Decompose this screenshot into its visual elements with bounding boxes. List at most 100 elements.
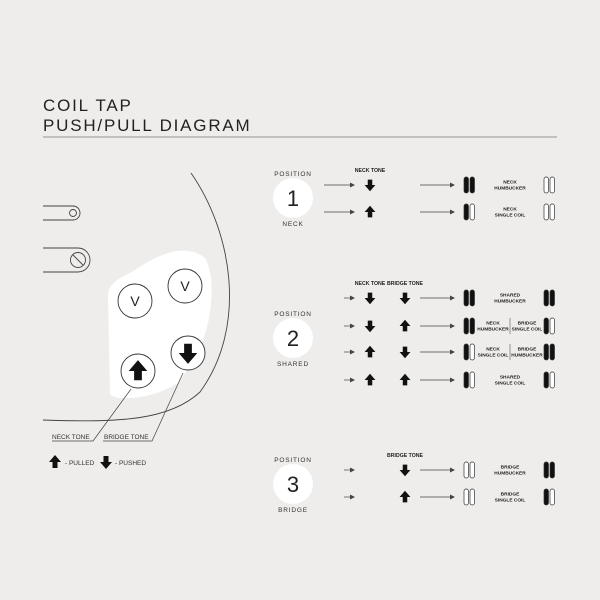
- pickup-selector-switch-icon: [43, 205, 81, 221]
- position-number: 1: [287, 186, 299, 211]
- tone-knob-2[interactable]: [170, 335, 206, 371]
- neck-result-label-line1: NECK: [486, 347, 500, 353]
- pushed-arrow-icon: [364, 320, 376, 333]
- neck-result-label-line2: HUMBUCKER: [477, 327, 509, 333]
- tone-header: BRIDGE TONE: [387, 281, 423, 287]
- position-name: BRIDGE: [278, 507, 308, 514]
- pulled-arrow-icon: [364, 205, 376, 218]
- neck-pickup-icon: [463, 176, 475, 194]
- tone-callouts: NECK TONE BRIDGE TONE: [52, 372, 184, 442]
- bridge-pickup-icon: [543, 371, 555, 389]
- pulled-arrow-icon: [364, 345, 376, 358]
- bridge-pickup-icon: [543, 317, 555, 335]
- flow-arrow-right: [420, 182, 455, 188]
- bridge-result-label-line1: BRIDGE: [518, 321, 537, 327]
- neck-pickup-icon: [463, 371, 475, 389]
- volume-knob-1[interactable]: V: [117, 283, 153, 319]
- neck-pickup-icon: [463, 203, 475, 221]
- pulled-arrow-icon: [399, 319, 411, 332]
- flow-arrow-right: [420, 349, 455, 355]
- neck-result-label-line1: NECK: [486, 321, 500, 327]
- pulled-arrow-icon: [399, 373, 411, 386]
- position-number: 3: [287, 472, 299, 497]
- bridge-tone-callout: BRIDGE TONE: [103, 372, 184, 442]
- neck-pickup-icon: [463, 343, 475, 361]
- position-name: NECK: [282, 221, 303, 228]
- flow-arrow-left: [344, 494, 355, 500]
- position-label: POSITION: [274, 311, 311, 318]
- position-label: POSITION: [274, 171, 311, 178]
- pushed-arrow-icon: [100, 456, 112, 469]
- neck-tone-callout: NECK TONE: [52, 388, 132, 442]
- bridge-result-label-line1: BRIDGE: [518, 347, 537, 353]
- result-label-line1: NECK: [503, 180, 517, 186]
- tone-knob-1[interactable]: [120, 353, 156, 389]
- tone-header: NECK TONE: [355, 168, 386, 174]
- guitar-body-outline: [42, 172, 230, 422]
- result-label-line1: BRIDGE: [501, 492, 520, 498]
- pushed-arrow-icon: [399, 346, 411, 359]
- neck-pickup-icon: [463, 488, 475, 506]
- result-label-line1: SHARED: [500, 293, 521, 299]
- neck-tone-callout-label: NECK TONE: [52, 434, 90, 441]
- flow-arrow-right: [420, 467, 455, 473]
- bridge-result-label-line2: HUMBUCKER: [511, 353, 543, 359]
- bridge-result-label-line2: SINGLE COIL: [512, 327, 543, 333]
- flow-arrow-right: [420, 209, 455, 215]
- bridge-pickup-icon: [543, 289, 555, 307]
- result-label-line2: SINGLE COIL: [495, 381, 526, 387]
- result-label-line2: SINGLE COIL: [495, 498, 526, 504]
- pulled-arrow-icon: [49, 455, 61, 468]
- result-label-line2: HUMBUCKER: [494, 186, 526, 192]
- flow-arrow-left: [344, 377, 355, 383]
- result-label-line1: SHARED: [500, 375, 521, 381]
- neck-pickup-icon: [463, 461, 475, 479]
- position-label: POSITION: [274, 457, 311, 464]
- bridge-tone-callout-label: BRIDGE TONE: [104, 434, 149, 441]
- result-label-line2: SINGLE COIL: [495, 213, 526, 219]
- volume-knob-2[interactable]: V: [167, 268, 203, 304]
- pulled-arrow-icon: [364, 373, 376, 386]
- knobs: VV: [117, 268, 206, 389]
- tone-header: NECK TONE: [355, 281, 386, 287]
- volume-knob-label: V: [130, 293, 140, 309]
- position-name: SHARED: [277, 361, 309, 368]
- volume-knob-label: V: [180, 278, 190, 294]
- tone-header: BRIDGE TONE: [387, 453, 423, 459]
- pushed-arrow-icon: [364, 292, 376, 305]
- neck-result-label-line2: SINGLE COIL: [478, 353, 509, 359]
- result-label-line1: NECK: [503, 207, 517, 213]
- bridge-pickup-icon: [543, 461, 555, 479]
- position-number: 2: [287, 326, 299, 351]
- title-line-1: COIL TAP: [43, 96, 133, 115]
- bridge-pickup-icon: [543, 203, 555, 221]
- flow-arrow-left: [344, 295, 355, 301]
- flow-arrow-right: [420, 377, 455, 383]
- bridge-pickup-icon: [543, 488, 555, 506]
- output-jack-icon: [43, 247, 91, 273]
- result-label-line1: BRIDGE: [501, 465, 520, 471]
- bridge-pickup-icon: [543, 176, 555, 194]
- flow-arrow-right: [420, 295, 455, 301]
- neck-pickup-icon: [463, 289, 475, 307]
- flow-arrow-left: [324, 182, 355, 188]
- pushed-arrow-icon: [399, 464, 411, 477]
- flow-arrow-right: [420, 494, 455, 500]
- legend-pushed: - PUSHED: [115, 460, 146, 467]
- flow-arrow-left: [344, 467, 355, 473]
- title-line-2: PUSH/PULL DIAGRAM: [43, 116, 252, 135]
- pushed-arrow-icon: [399, 292, 411, 305]
